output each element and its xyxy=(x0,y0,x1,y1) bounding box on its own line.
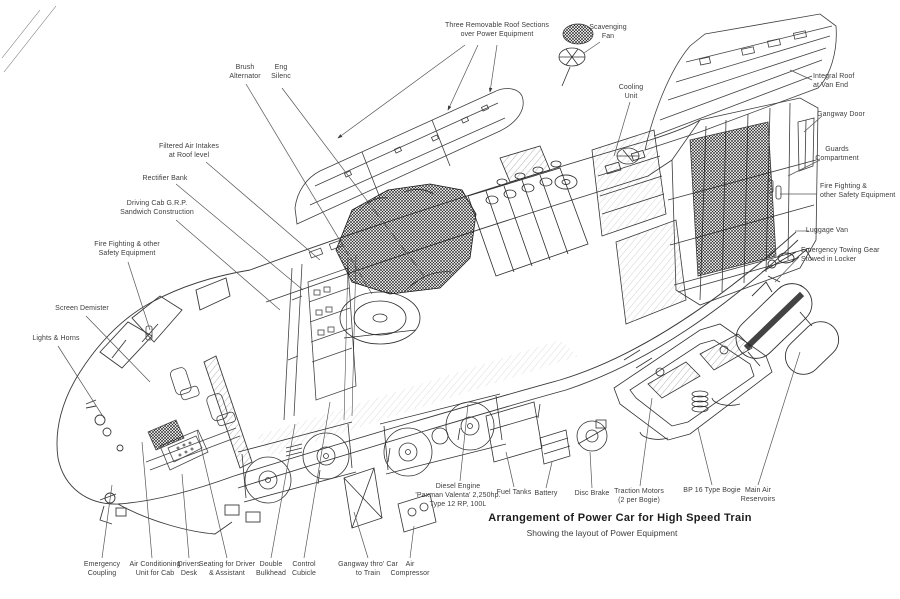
underfloor-equipment xyxy=(343,401,608,533)
luggage-van-structure xyxy=(615,97,819,325)
label-traction-motors: Traction Motors (2 per Bogie) xyxy=(614,488,664,504)
label-driving-cab: Driving Cab G.R.P. Sandwich Construction xyxy=(120,200,194,216)
label-double-bulkhead: Double Bulkhead xyxy=(256,561,286,577)
scavenging-fan-part xyxy=(558,23,594,87)
label-scavenging-fan: Scavenging Fan xyxy=(589,24,627,40)
label-control-cubicle: Control Cubicle xyxy=(291,561,317,577)
label-screen-demister: Screen Demister xyxy=(55,305,109,312)
leader-lines xyxy=(57,41,823,559)
label-luggage-van: Luggage Van xyxy=(805,227,849,234)
label-guards-compartment: Guards Compartment xyxy=(815,146,859,162)
bogies-under-body xyxy=(237,393,541,504)
figure-title: Arrangement of Power Car for High Speed … xyxy=(488,512,752,524)
label-engine-silencer: Eng Silenc xyxy=(271,64,291,80)
label-brush-alternator: Brush Alternator xyxy=(229,64,261,80)
label-air-compressor: Air Compressor xyxy=(390,561,430,577)
air-reservoirs-part xyxy=(735,249,840,375)
label-fire-fighting-left: Fire Fighting & other Safety Equipment xyxy=(94,241,160,257)
label-lights-horns: Lights & Horns xyxy=(32,335,80,342)
removable-roof-panel xyxy=(294,88,524,225)
label-battery: Battery xyxy=(534,490,558,497)
label-fire-fighting-right: Fire Fighting & other Safety Equipment xyxy=(820,183,896,199)
label-disc-brake: Disc Brake xyxy=(574,490,610,497)
label-cooling-unit: Cooling Unit xyxy=(618,84,644,100)
label-integral-roof: Integral Roof at Van End xyxy=(813,73,855,89)
label-main-air-reservoirs: Main Air Reservoirs xyxy=(740,487,776,503)
engine-room xyxy=(256,145,589,456)
corner-marks xyxy=(1,5,57,73)
label-emergency-towing-gear: Emergency Towing Gear Stowed in Locker xyxy=(801,247,880,263)
label-drivers-desk: Drivers Desk xyxy=(177,561,201,577)
label-filtered-air-intakes: Filtered Air Intakes at Roof level xyxy=(159,143,219,159)
label-emergency-coupling: Emergency Coupling xyxy=(83,561,121,577)
cooling-unit-part xyxy=(591,129,667,237)
figure-subtitle: Showing the layout of Power Equipment xyxy=(526,528,678,538)
cab-interior xyxy=(145,239,357,471)
label-rectifier-bank: Rectifier Bank xyxy=(142,175,188,182)
label-bp16-bogie: BP 16 Type Bogie xyxy=(683,487,741,494)
label-fuel-tanks: Fuel Tanks xyxy=(496,489,532,496)
body-shell xyxy=(56,119,799,535)
label-air-conditioning: Air Conditioning Unit for Cab xyxy=(129,561,181,577)
label-gangway-thro-car: Gangway thro' Car to Train xyxy=(338,561,398,577)
bp16-bogie-part xyxy=(613,323,773,441)
label-gangway-door: Gangway Door xyxy=(817,111,865,118)
label-diesel-engine: Diesel Engine 'Paxman Valenta' 2,250hp. … xyxy=(415,483,501,508)
label-three-roof-sections: Three Removable Roof Sections over Power… xyxy=(444,22,550,38)
integral-roof-panel xyxy=(644,13,837,151)
label-seating: Seating for Driver & Assistant xyxy=(198,561,256,577)
